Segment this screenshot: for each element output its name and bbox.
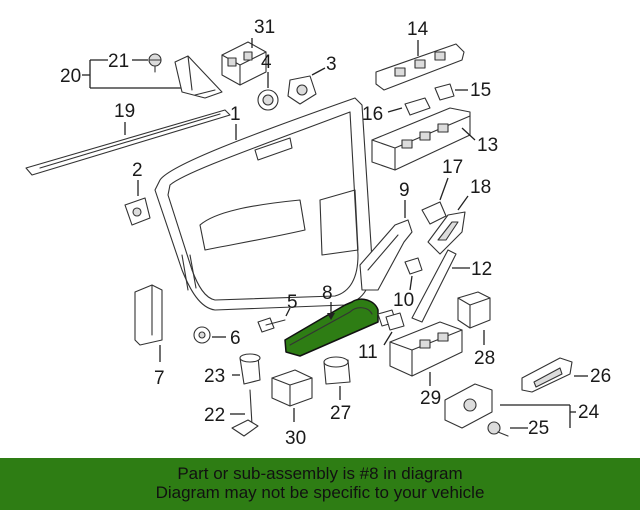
- callout-26: 26: [590, 366, 611, 387]
- callout-27: 27: [330, 403, 351, 424]
- callout-16: 16: [362, 104, 383, 125]
- callout-15: 15: [470, 80, 491, 101]
- callout-17: 17: [442, 157, 463, 178]
- part-4-tweeter[interactable]: [257, 89, 279, 111]
- notice-line-2: Diagram may not be specific to your vehi…: [155, 483, 485, 502]
- notice-line-1: Part or sub-assembly is #8 in diagram: [177, 464, 463, 483]
- callout-14: 14: [407, 19, 429, 40]
- part-26-handle[interactable]: [521, 357, 573, 393]
- callout-10: 10: [393, 290, 414, 311]
- part-8-pull-handle[interactable]: [284, 298, 379, 357]
- callout-1: 1: [230, 104, 241, 125]
- callout-25: 25: [528, 418, 549, 439]
- callout-8: 8: [322, 283, 333, 304]
- callout-24: 24: [578, 402, 600, 423]
- part-17-switch[interactable]: [421, 201, 447, 225]
- callout-29: 29: [420, 388, 441, 409]
- part-9-armrest-trim[interactable]: [359, 219, 413, 291]
- part-20-mirror-cover[interactable]: [174, 55, 223, 99]
- callout-2: 2: [132, 160, 143, 181]
- part-7-bracket[interactable]: [134, 284, 163, 346]
- callout-22: 22: [204, 405, 225, 426]
- callout-21: 21: [108, 51, 129, 72]
- part-12-trim-strip[interactable]: [411, 249, 457, 323]
- part-24-handle-housing[interactable]: [444, 383, 493, 429]
- part-5-bolt[interactable]: [257, 317, 286, 333]
- part-10-clip[interactable]: [404, 257, 423, 275]
- callout-4: 4: [261, 52, 272, 73]
- callout-11: 11: [358, 342, 378, 363]
- callout-7: 7: [154, 368, 165, 389]
- part-16-switch[interactable]: [404, 97, 431, 116]
- callout-13: 13: [477, 135, 498, 156]
- part-27-knob[interactable]: [323, 356, 351, 385]
- part-11-clip[interactable]: [385, 312, 405, 331]
- part-19-trim-molding[interactable]: [25, 109, 231, 176]
- callout-30: 30: [285, 428, 306, 449]
- callout-3: 3: [326, 54, 337, 75]
- part-28-switch[interactable]: [457, 291, 491, 329]
- part-29-switch-block[interactable]: [389, 321, 463, 377]
- callout-28: 28: [474, 348, 495, 369]
- callout-20: 20: [60, 66, 81, 87]
- part-25-screw[interactable]: [487, 421, 509, 437]
- callout-6: 6: [230, 328, 241, 349]
- part-6-plug[interactable]: [193, 326, 211, 344]
- part-30-switch[interactable]: [271, 369, 313, 407]
- notice-banner: Part or sub-assembly is #8 in diagram Di…: [0, 458, 640, 510]
- callout-12: 12: [471, 259, 492, 280]
- part-15-switch[interactable]: [434, 83, 455, 101]
- callout-5: 5: [287, 292, 298, 313]
- part-14-window-switch[interactable]: [375, 43, 465, 91]
- part-18-bezel[interactable]: [427, 211, 466, 255]
- part-3-grille[interactable]: [287, 75, 317, 105]
- part-31-mirror-switch[interactable]: [221, 41, 267, 86]
- parts-diagram: 31 21 20 19 4 3 1: [25, 17, 611, 449]
- callout-31: 31: [254, 17, 275, 38]
- part-1-door-trim-panel[interactable]: [154, 97, 373, 311]
- part-2-clip[interactable]: [124, 197, 151, 226]
- callout-9: 9: [399, 180, 410, 201]
- part-21-screw[interactable]: [148, 53, 162, 73]
- callout-23: 23: [204, 366, 225, 387]
- part-23-retainer[interactable]: [239, 353, 261, 385]
- callout-18: 18: [470, 177, 491, 198]
- part-22-rod[interactable]: [231, 389, 259, 437]
- callout-19: 19: [114, 101, 135, 122]
